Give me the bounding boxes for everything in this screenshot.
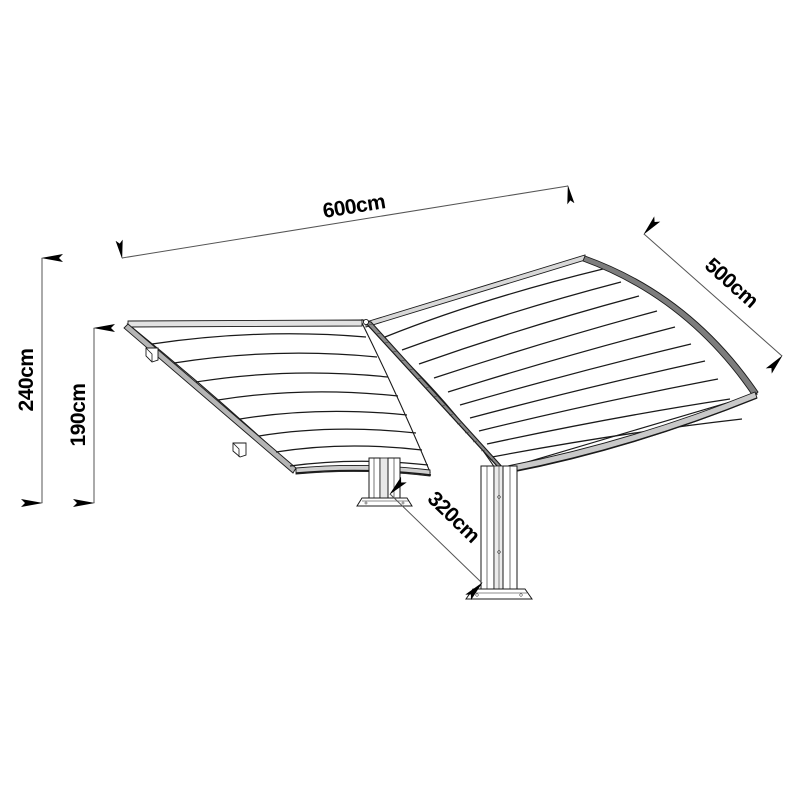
roof-panel-left-wing: [123, 319, 432, 477]
ridge-beam-crease: [365, 322, 501, 470]
left-panel-front-edge-line: [295, 469, 432, 476]
front-column-shaft-mid: [493, 465, 504, 590]
front-column-shaft-left: [480, 465, 495, 590]
dimension-height-post-label: 190cm: [67, 384, 90, 447]
rear-column-shaft-mid: [379, 457, 389, 499]
dimension-height-total-label: 240cm: [15, 349, 38, 412]
left-panel-top-edge: [127, 319, 363, 328]
dimension-height-total: 240cm: [15, 254, 63, 507]
dimension-height-post: 190cm: [67, 324, 115, 507]
roof-panel-right-wing: [364, 254, 759, 476]
right-panel-surface: [364, 257, 758, 472]
rear-column-shaft-left: [368, 457, 381, 499]
front-column-fixing-lower: [497, 550, 501, 554]
left-bracket-lower: [232, 442, 247, 458]
dimension-width-span-label: 600cm: [321, 190, 387, 223]
dimension-depth-roof-label: 500cm: [700, 254, 762, 313]
left-panel-outer-rail: [123, 323, 297, 474]
left-bracket-upper: [145, 347, 159, 363]
rear-base-bolt-left: [364, 501, 368, 505]
dimension-width-span: 600cm: [115, 185, 575, 259]
dimension-width-span-line: [115, 185, 575, 259]
left-panel-surface: [126, 322, 431, 473]
right-panel-front-edge-line: [499, 397, 758, 475]
dimension-depth-roof-line: [643, 216, 783, 374]
dimension-post-spacing-line: [389, 476, 483, 601]
left-panel-slats: [151, 333, 429, 467]
ridge-beam-hatching: [368, 323, 494, 461]
front-base-bolt-right: [519, 593, 523, 597]
front-column-fixing-upper: [497, 495, 501, 499]
ridge-apex-cap: [362, 318, 370, 326]
dimension-post-spacing-label: 320cm: [423, 487, 484, 547]
